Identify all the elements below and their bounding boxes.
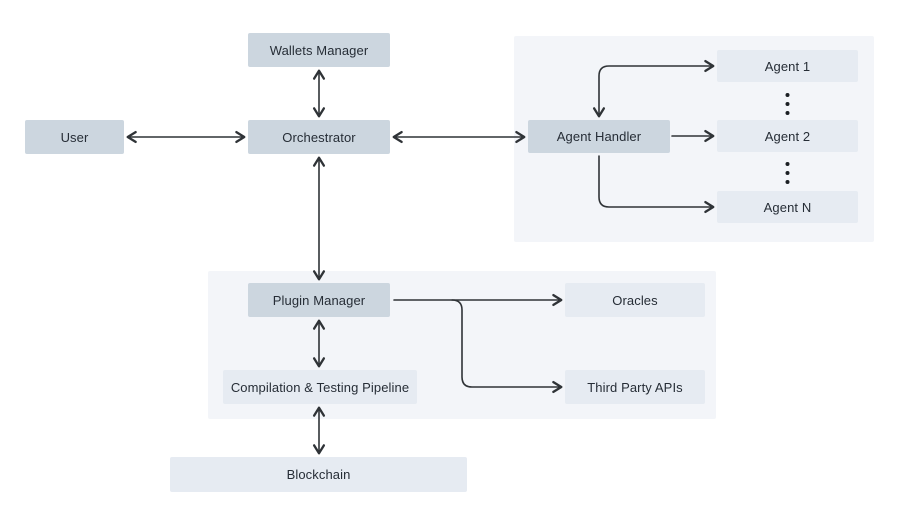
- node-blockchain: Blockchain: [170, 457, 467, 492]
- node-user: User: [25, 120, 124, 154]
- edge-plugin-manager-third-party-arrow: [451, 299, 563, 394]
- node-compilation-pipeline: Compilation & Testing Pipeline: [223, 370, 417, 404]
- node-oracles: Oracles: [565, 283, 705, 317]
- node-agent-2: Agent 2: [717, 120, 858, 152]
- node-agent-handler: Agent Handler: [528, 120, 670, 153]
- node-third-party-apis: Third Party APIs: [565, 370, 705, 404]
- vertical-ellipsis-agents-2-n: [785, 162, 790, 184]
- vertical-ellipsis-agents-1-2: [785, 93, 790, 115]
- node-agent-n: Agent N: [717, 191, 858, 223]
- node-agent-1: Agent 1: [717, 50, 858, 82]
- edge-agent-handler-agentN-arrow: [598, 155, 715, 214]
- node-plugin-manager: Plugin Manager: [248, 283, 390, 317]
- node-wallets-manager: Wallets Manager: [248, 33, 390, 67]
- edge-agent-handler-agent1-arrow: [592, 59, 715, 118]
- node-orchestrator: Orchestrator: [248, 120, 390, 154]
